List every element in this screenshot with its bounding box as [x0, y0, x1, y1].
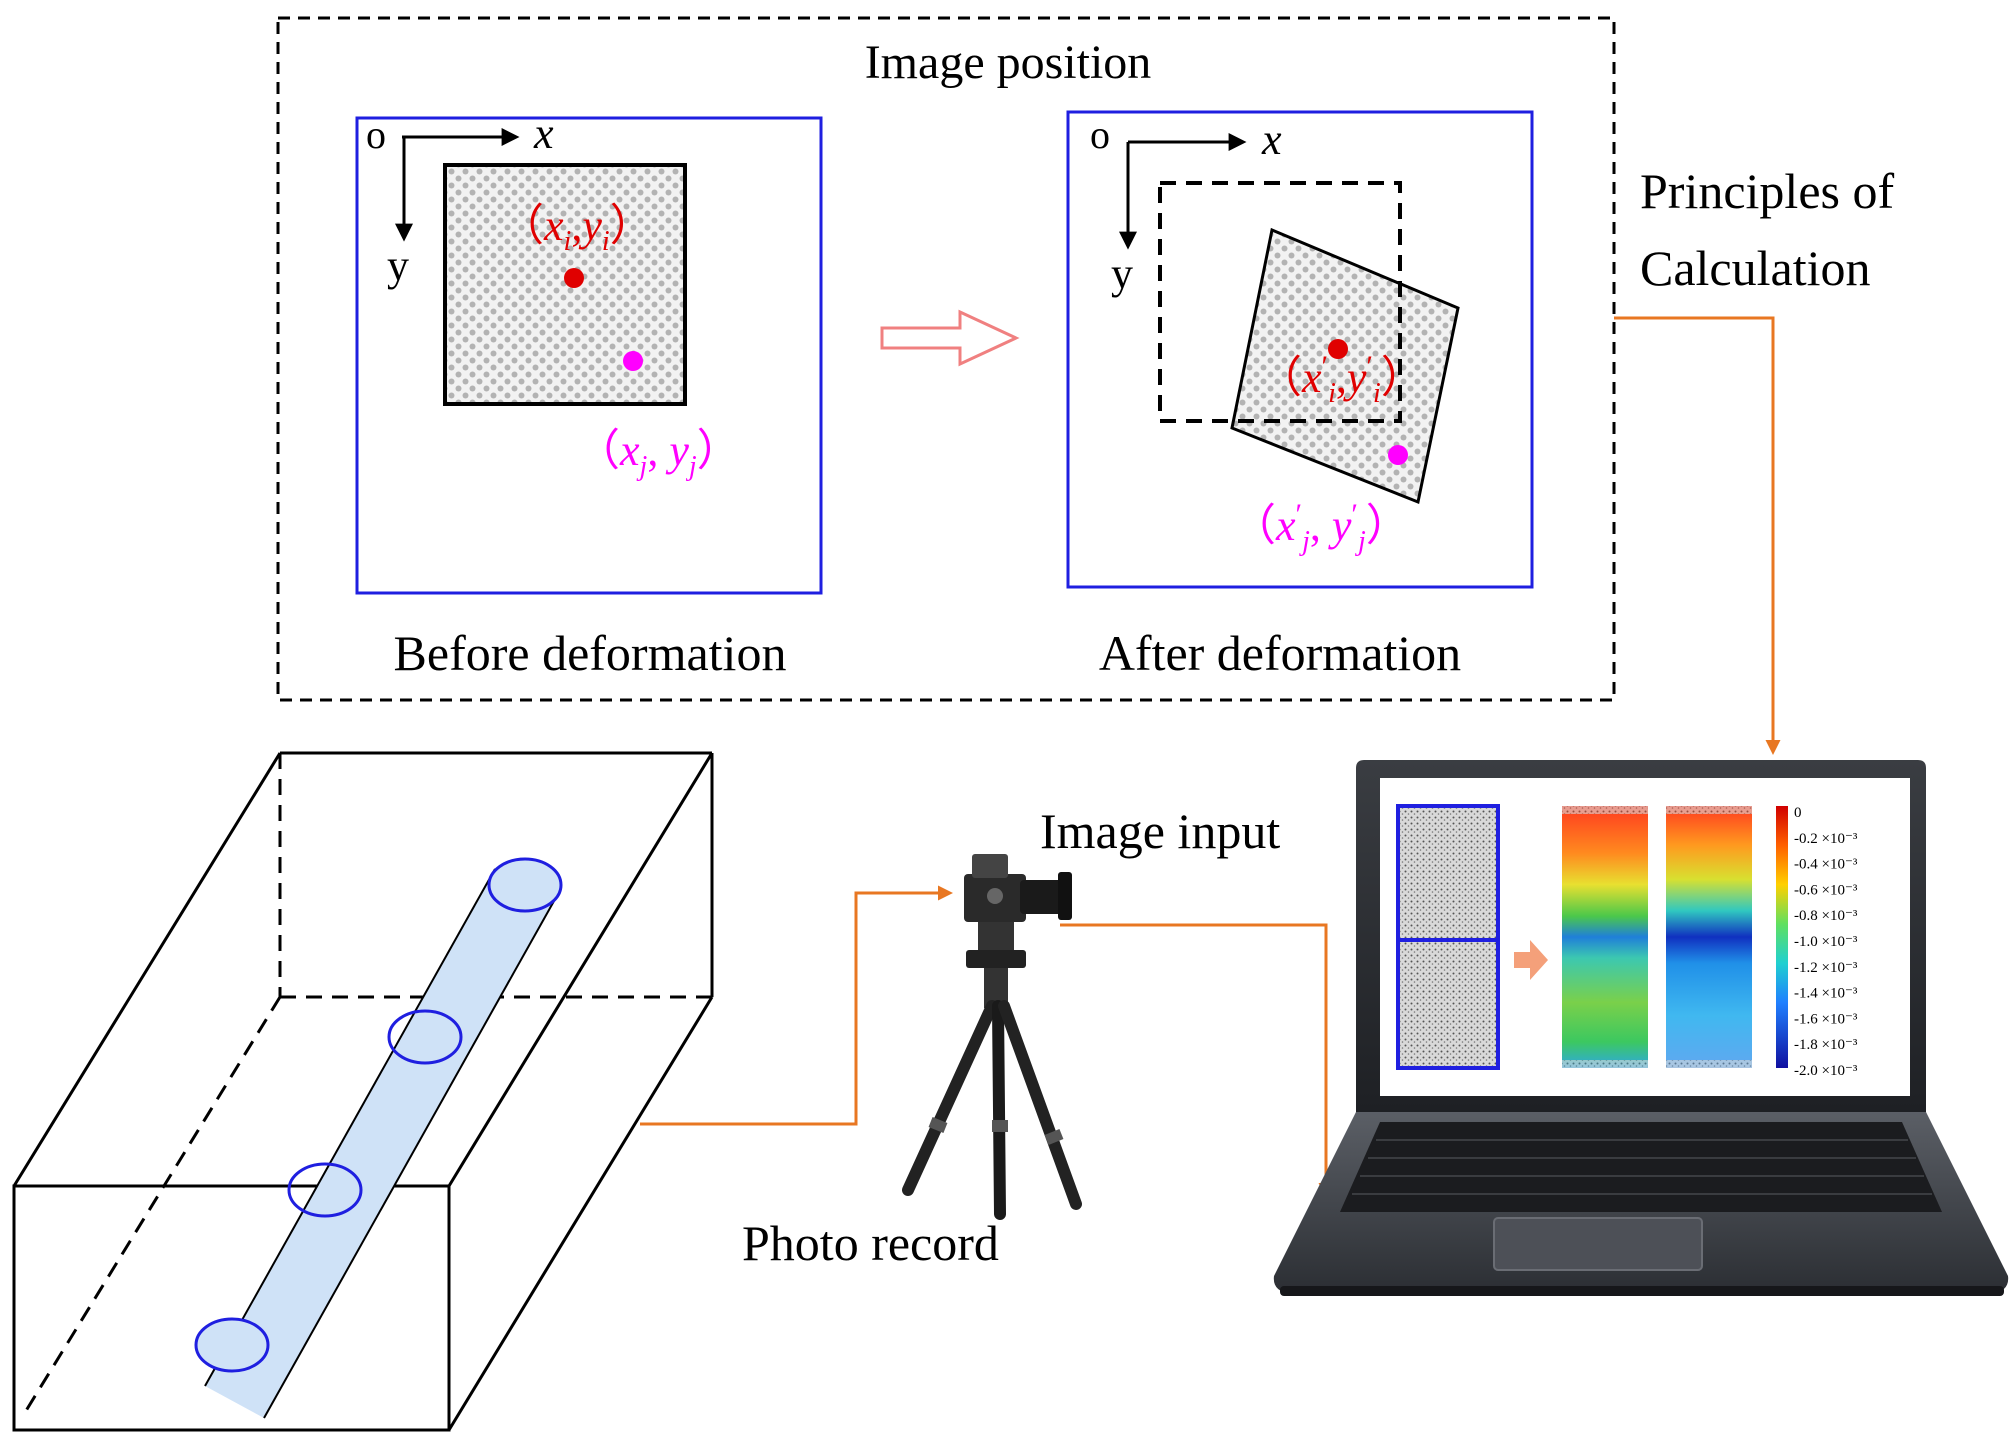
process-arrow-icon [1514, 940, 1548, 980]
colorbar [1776, 806, 1788, 1068]
colorbar-tick-label: -0.8 ×10⁻³ [1794, 908, 1858, 924]
colorbar-tick-label: -0.2 ×10⁻³ [1794, 831, 1858, 847]
point-j-after-label: （x′j, y′j） [1232, 498, 1410, 557]
point-j-marker [623, 351, 643, 371]
speckle-image-top [1396, 804, 1500, 942]
camera-to-laptop-connector [1060, 923, 1334, 1198]
colorbar-tick-label: -1.2 ×10⁻³ [1794, 960, 1858, 976]
colorbar-tick-label: -0.6 ×10⁻³ [1794, 882, 1858, 898]
before-caption: Before deformation [394, 625, 787, 681]
point-i-marker [564, 268, 584, 288]
strain-field-map-1 [1562, 806, 1648, 1068]
after-deformation-frame: o x y （x′i,y′i） （x′j, y′j） [1066, 110, 1534, 589]
principles-connector [1614, 316, 1781, 755]
concrete-block [12, 751, 714, 1432]
original-subset-outline [1158, 181, 1402, 423]
y-axis-label: y [387, 241, 409, 290]
point-i-after-marker [1328, 339, 1348, 359]
colorbar-tick-label: -1.0 ×10⁻³ [1794, 934, 1858, 950]
image-position-panel [276, 16, 1616, 702]
deformed-subset [1230, 227, 1460, 505]
image-input-label: Image input [1040, 803, 1280, 859]
pipe-cylinder [194, 857, 563, 1419]
speckle-subset [443, 163, 687, 406]
before-deformation-frame: o x y （xi,yi） （xj, yj） [355, 109, 823, 595]
principles-label-line1: Principles of [1640, 163, 1894, 219]
point-j-label: （xj, yj） [576, 426, 741, 482]
photo-record-label: Photo record [742, 1215, 999, 1271]
origin-label-after: o [1090, 112, 1110, 157]
colorbar-tick-label: 0 [1794, 805, 1802, 821]
dic-strain-result-screen: 0 -0.2 ×10⁻³ -0.4 ×10⁻³ -0.6 ×10⁻³ -0.8 ×10⁻… [1396, 804, 1858, 1079]
principles-label-line2: Calculation [1640, 240, 1871, 296]
camera-tripod-icon [902, 854, 1082, 1220]
speckle-image-bottom [1396, 938, 1500, 1070]
x-axis-label-after: x [1261, 115, 1282, 164]
deformation-arrow [880, 309, 1020, 367]
point-j-after-marker [1388, 445, 1408, 465]
block-to-camera-connector [640, 885, 953, 1126]
colorbar-tick-label: -1.8 ×10⁻³ [1794, 1037, 1858, 1053]
strain-field-map-2 [1666, 806, 1752, 1068]
point-i-after-label: （x′i,y′i） [1258, 350, 1425, 409]
image-position-title: Image position [865, 36, 1152, 89]
origin-label: o [366, 112, 386, 157]
y-axis-label-after: y [1111, 249, 1133, 298]
x-axis-label: x [533, 109, 554, 158]
colorbar-ticks: 0 -0.2 ×10⁻³ -0.4 ×10⁻³ -0.6 ×10⁻³ -0.8 ×10⁻… [1794, 805, 1858, 1079]
colorbar-tick-label: -1.6 ×10⁻³ [1794, 1011, 1858, 1027]
colorbar-tick-label: -2.0 ×10⁻³ [1794, 1063, 1858, 1079]
colorbar-tick-label: -0.4 ×10⁻³ [1794, 857, 1858, 873]
colorbar-tick-label: -1.4 ×10⁻³ [1794, 986, 1858, 1002]
point-i-label: （xi,yi） [500, 201, 654, 257]
after-caption: After deformation [1099, 625, 1461, 681]
